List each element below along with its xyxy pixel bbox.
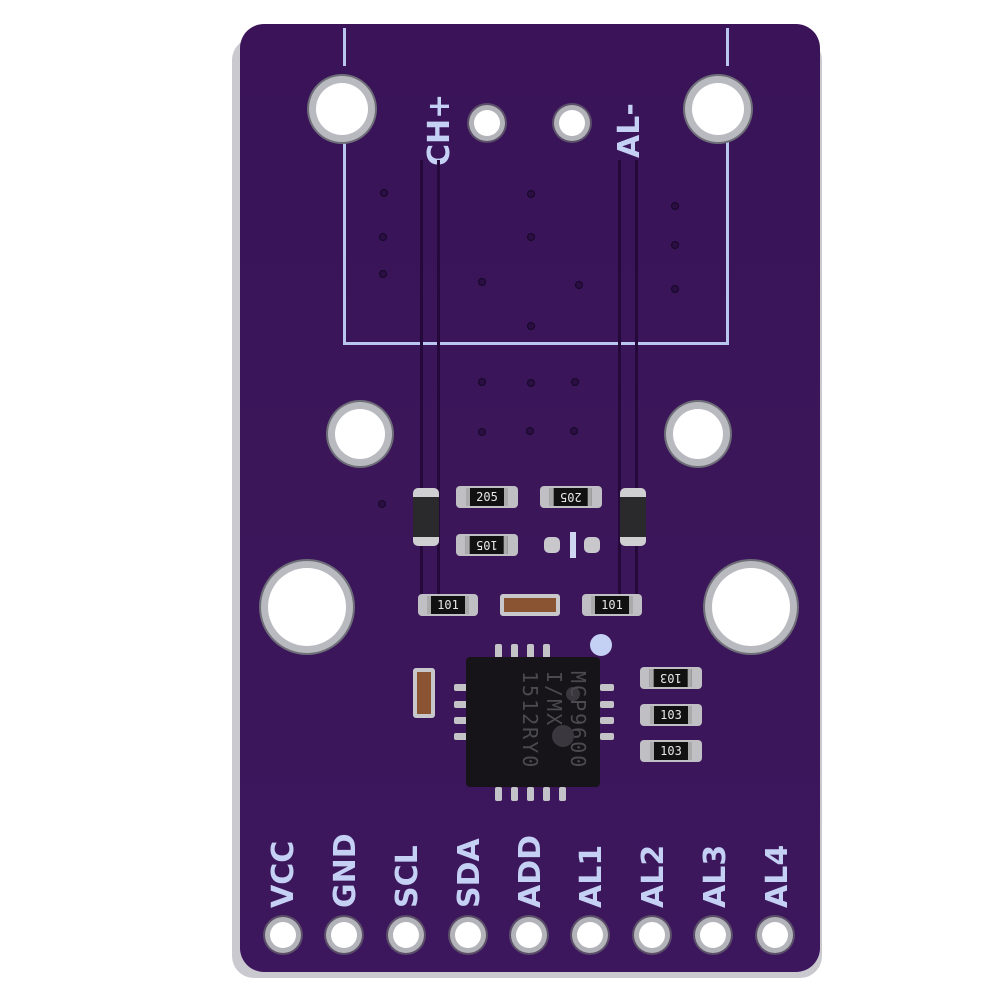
chip-lead	[454, 684, 468, 691]
terminal-block-outline	[343, 28, 729, 345]
via	[379, 233, 387, 241]
capacitor-brown-center	[500, 594, 560, 616]
pin-label-al1: AL1	[574, 844, 609, 908]
header-pin-al4	[762, 922, 788, 948]
via	[527, 190, 535, 198]
resistor-205-left: 205	[456, 486, 518, 508]
pin-label-al3: AL3	[698, 844, 733, 908]
pad-icon	[584, 537, 600, 553]
capacitor-right	[620, 488, 646, 546]
via	[527, 379, 535, 387]
via	[478, 428, 486, 436]
chip-lead	[543, 787, 550, 801]
via	[671, 241, 679, 249]
chip-lead	[527, 644, 534, 658]
header-pin-gnd	[331, 922, 357, 948]
via	[478, 378, 486, 386]
via	[379, 270, 387, 278]
via	[571, 378, 579, 386]
pin-label-al4: AL4	[760, 844, 795, 908]
pad-icon	[570, 532, 576, 558]
capacitor-left	[413, 488, 439, 546]
resistor-103-mid: 103	[640, 704, 702, 726]
resistor-103-bottom: 103	[640, 740, 702, 762]
resistor-101-left: 101	[418, 594, 478, 616]
trace-al-minus	[618, 160, 638, 600]
chip-lead	[454, 733, 468, 740]
via	[671, 285, 679, 293]
mounting-hole-mid-left	[335, 409, 385, 459]
pin-label-al2: AL2	[636, 844, 671, 908]
chip-lead	[527, 787, 534, 801]
via	[575, 281, 583, 289]
mounting-hole-top-right	[692, 83, 744, 135]
mounting-hole-lower-left	[268, 568, 346, 646]
terminal-ch-plus	[474, 110, 500, 136]
pin-label-sda: SDA	[452, 838, 487, 908]
chip-lead	[495, 787, 502, 801]
via	[478, 278, 486, 286]
header-pin-sda	[455, 922, 481, 948]
resistor-205-right: 205	[540, 486, 602, 508]
via	[527, 322, 535, 330]
diode-pads	[540, 532, 604, 558]
header-pin-scl	[393, 922, 419, 948]
header-pin-al1	[577, 922, 603, 948]
chip-lead	[600, 717, 614, 724]
label-al-minus: AL-	[612, 103, 647, 158]
chip-lead	[495, 644, 502, 658]
test-pad	[590, 634, 612, 656]
pin-label-vcc: VCC	[266, 840, 301, 908]
chip-lead	[543, 644, 550, 658]
pin-label-gnd: GND	[328, 833, 363, 908]
trace-ch-plus	[420, 160, 440, 600]
chip-lead	[454, 717, 468, 724]
via	[378, 500, 386, 508]
resistor-105: 105	[456, 534, 518, 556]
via	[380, 189, 388, 197]
chip-lead	[454, 701, 468, 708]
mounting-hole-top-left	[316, 83, 368, 135]
chip-lead	[600, 701, 614, 708]
terminal-al-minus	[559, 110, 585, 136]
via	[527, 233, 535, 241]
via	[570, 427, 578, 435]
chip-lead	[511, 787, 518, 801]
pin-label-scl: SCL	[390, 845, 425, 908]
via	[671, 202, 679, 210]
mounting-hole-mid-right	[673, 409, 723, 459]
pcb-board	[240, 24, 820, 972]
mounting-hole-lower-right	[712, 568, 790, 646]
header-pin-al2	[639, 922, 665, 948]
mcp9600-chip: MCP9600 I/MX 1512RY0	[466, 657, 600, 787]
resistor-101-right: 101	[582, 594, 642, 616]
chip-lead	[600, 733, 614, 740]
pad-icon	[544, 537, 560, 553]
capacitor-brown-left	[413, 668, 435, 718]
header-pin-al3	[700, 922, 726, 948]
header-pin-vcc	[270, 922, 296, 948]
pin1-dot-icon	[566, 687, 580, 701]
chip-lead	[511, 644, 518, 658]
chip-lead	[600, 684, 614, 691]
label-ch-plus: CH+	[422, 93, 457, 166]
microchip-logo-icon	[552, 725, 574, 747]
chip-lead	[559, 787, 566, 801]
header-pin-add	[516, 922, 542, 948]
resistor-103-top: 103	[640, 667, 702, 689]
pin-label-add: ADD	[513, 834, 548, 908]
via	[526, 427, 534, 435]
